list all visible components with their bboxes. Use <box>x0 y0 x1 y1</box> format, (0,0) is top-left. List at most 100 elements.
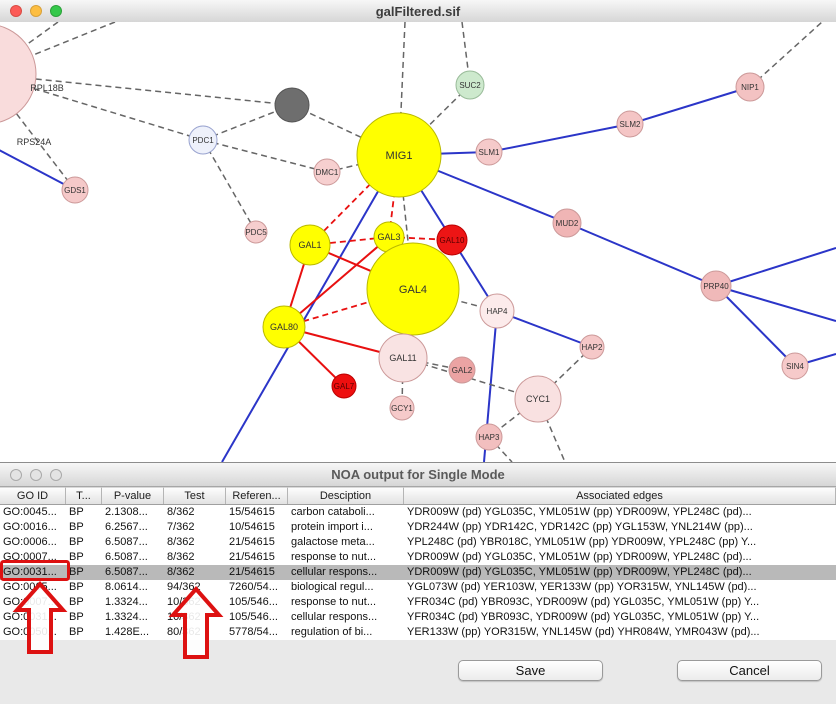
table-cell: 1.3324... <box>105 611 148 623</box>
table-cell: GO:0007... <box>3 551 57 563</box>
graph-node-gal4[interactable] <box>366 242 460 336</box>
table-cell: YDR009W (pd) YGL035C, YML051W (pp) YDR00… <box>407 506 752 518</box>
table-cell: galactose meta... <box>291 536 375 548</box>
graph-node-hap3[interactable] <box>475 423 503 451</box>
minimize-button[interactable] <box>30 5 42 17</box>
table-cell: GO:0045... <box>3 506 57 518</box>
graph-node-gal10[interactable] <box>436 224 468 256</box>
graph-node-hap4[interactable] <box>479 293 515 329</box>
graph-node-mig1[interactable] <box>356 112 442 198</box>
graph-edge <box>0 74 293 106</box>
window-controls <box>10 468 62 481</box>
node-label: RPS24A <box>17 137 52 147</box>
table-cell: 1.3324... <box>105 596 148 608</box>
graph-edge <box>283 236 390 328</box>
graph-node-rpl18b[interactable] <box>0 24 37 124</box>
table-cell: 10/362 <box>167 596 201 608</box>
graph-node-sin4[interactable] <box>781 352 809 380</box>
column-header-t[interactable]: T... <box>66 487 102 504</box>
graph-edge <box>749 22 823 88</box>
cancel-button[interactable]: Cancel <box>677 660 822 681</box>
graph-node-gal7[interactable] <box>331 373 357 399</box>
table-cell: 6.5087... <box>105 536 148 548</box>
graph-node-gal2[interactable] <box>448 356 476 384</box>
graph-node-mud2[interactable] <box>552 208 582 238</box>
table-cell: 6.2567... <box>105 521 148 533</box>
table-cell: 10/54615 <box>229 521 275 533</box>
zoom-button[interactable] <box>50 468 62 481</box>
graph-node-gal11[interactable] <box>378 333 428 383</box>
table-cell: YER133W (pp) YOR315W, YNL145W (pd) YHR08… <box>407 626 760 638</box>
close-button[interactable] <box>10 5 22 17</box>
node-label: DMC1 <box>316 168 339 177</box>
table-cell: 105/546... <box>229 596 278 608</box>
column-header-go-id[interactable]: GO ID <box>0 487 66 504</box>
graph-node-dmc1[interactable] <box>313 158 341 186</box>
table-cell: 80/362 <box>167 626 201 638</box>
graph-node-gal1[interactable] <box>289 224 331 266</box>
graph-node-prp40[interactable] <box>700 270 732 302</box>
graph-node-slm2[interactable] <box>616 110 644 138</box>
table-cell: YDR244W (pp) YDR142C, YDR142C (pp) YGL15… <box>407 521 753 533</box>
table-cell: YFR034C (pd) YBR093C, YDR009W (pd) YGL03… <box>407 596 760 608</box>
table-cell: BP <box>69 596 84 608</box>
table-cell: YDR009W (pd) YGL035C, YML051W (pp) YDR00… <box>407 551 752 563</box>
node-label: MIG1 <box>386 150 413 162</box>
graph-node-hap2[interactable] <box>579 334 605 360</box>
table-cell: GO:0007... <box>3 596 57 608</box>
table-cell: 8/362 <box>167 551 195 563</box>
graph-node-suc2[interactable] <box>455 70 485 100</box>
minimize-button[interactable] <box>30 468 42 481</box>
graph-node-slm1[interactable] <box>475 138 503 166</box>
table-cell: GO:0031... <box>3 566 57 578</box>
column-header-associated-edges[interactable]: Associated edges <box>404 487 836 504</box>
column-header-p-value[interactable]: P-value <box>102 487 164 504</box>
noa-window-titlebar[interactable]: NOA output for Single Mode <box>0 463 836 487</box>
table-cell: 10/362 <box>167 611 201 623</box>
save-button[interactable]: Save <box>458 660 603 681</box>
node-label: GCY1 <box>391 404 413 413</box>
node-label: PRP40 <box>703 282 729 291</box>
graph-node-cyc1[interactable] <box>514 375 562 423</box>
node-label: HAP4 <box>487 307 508 316</box>
node-label: SUC2 <box>459 81 481 90</box>
column-header-desciption[interactable]: Desciption <box>288 487 404 504</box>
graph-edge <box>715 285 836 322</box>
graph-node-pdc5[interactable] <box>244 220 268 244</box>
column-header-test[interactable]: Test <box>164 487 226 504</box>
network-canvas[interactable]: RPL18BRPS24AGDS1PDC1DMC1MIG1SUC2SLM1SLM2… <box>0 22 836 462</box>
network-window-titlebar[interactable]: galFiltered.sif <box>0 0 836 23</box>
table-cell: 6.5087... <box>105 566 148 578</box>
table-cell: BP <box>69 521 84 533</box>
table-cell: GO:0050... <box>3 626 57 638</box>
graph-node-gds1[interactable] <box>61 176 89 204</box>
graph-node-pdc1[interactable] <box>188 125 218 155</box>
node-label: SLM1 <box>479 148 500 157</box>
column-header-referen[interactable]: Referen... <box>226 487 288 504</box>
table-cell: 7260/54... <box>229 581 278 593</box>
close-button[interactable] <box>10 468 22 481</box>
node-label: GAL11 <box>389 353 416 363</box>
graph-node-gray1[interactable] <box>274 87 310 123</box>
table-cell: BP <box>69 506 84 518</box>
table-cell: BP <box>69 566 84 578</box>
graph-node-gal80[interactable] <box>262 305 306 349</box>
table-cell: 1.428E... <box>105 626 150 638</box>
zoom-button[interactable] <box>50 5 62 17</box>
table-cell: 105/546... <box>229 611 278 623</box>
graph-node-nip1[interactable] <box>735 72 765 102</box>
graph-node-gcy1[interactable] <box>389 395 415 421</box>
table-cell: 8/362 <box>167 566 195 578</box>
graph-edge <box>221 154 400 462</box>
node-label: MUD2 <box>556 219 579 228</box>
table-cell: 2.1308... <box>105 506 148 518</box>
